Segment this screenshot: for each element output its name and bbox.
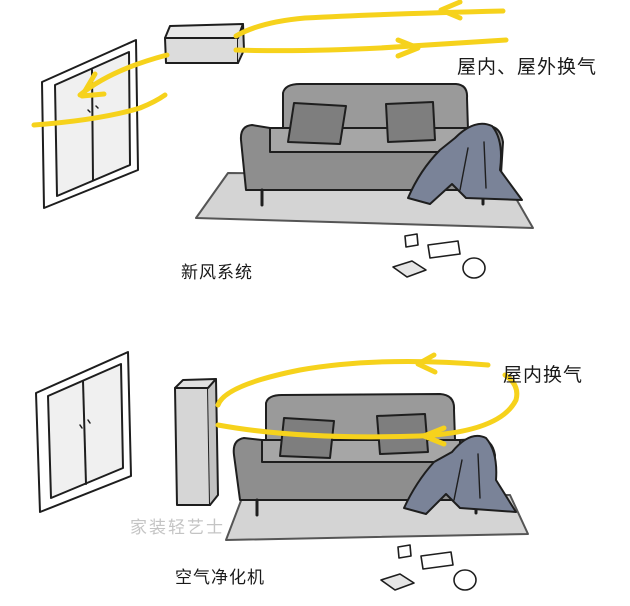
bottom-blanket [403,434,517,515]
bottom-sofa [232,393,517,517]
top-cushion-left [287,102,347,145]
bottom-scene-caption: 空气净化机 [175,568,265,588]
top-scene [31,0,534,279]
watermark: 家装轻艺士 [130,518,225,538]
bottom-scene [35,351,529,591]
bottom-airflow [215,352,520,447]
fresh-air-unit [164,23,245,64]
bottom-cushion-left [279,417,335,459]
bottom-exchange-label: 屋内换气 [503,364,584,386]
air-purifier [174,378,219,506]
top-exchange-label: 屋内、屋外换气 [457,56,598,78]
top-airflow [31,0,509,128]
top-toys [392,233,486,279]
bottom-toys [380,544,477,591]
top-scene-caption: 新风系统 [181,263,253,283]
bottom-window [35,351,132,513]
top-sofa [239,83,523,207]
top-window [41,39,139,209]
top-cushion-right [385,101,436,143]
